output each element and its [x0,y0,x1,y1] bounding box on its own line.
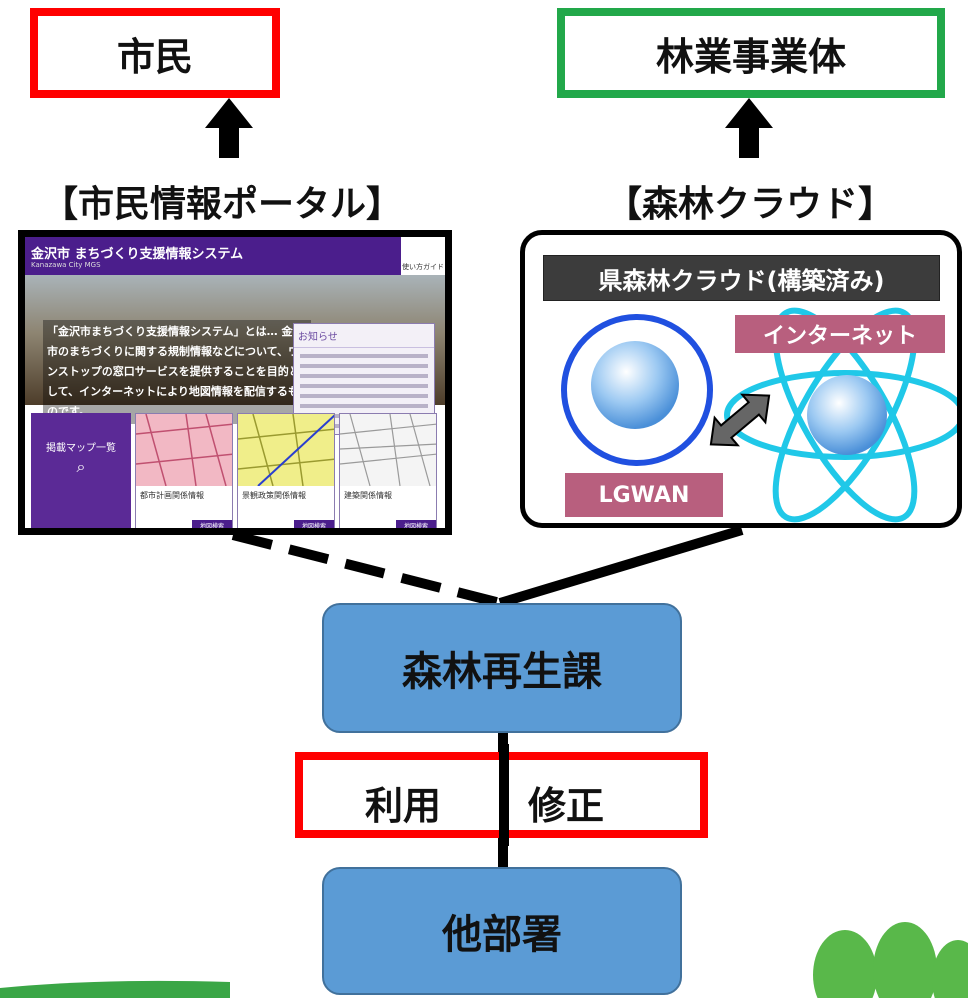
portal-header-title: 金沢市 まちづくり支援情報システム [31,247,244,262]
portal-tile-caption: 景観政策関係情報 [242,491,306,500]
usage-right-label: 修正 [528,784,605,828]
portal-tile-button: 地図検索 [294,520,334,528]
portal-tile-button: 地図検索 [192,520,232,528]
portal-tile-caption: 都市計画関係情報 [140,491,204,500]
portal-hero-image: 「金沢市まちづくり支援情報システム」とは… 金沢市のまちづくりに関する規制情報な… [25,275,445,435]
cloud-title: 【森林クラウド】 [605,184,894,225]
internet-orbits [724,307,957,523]
forest-dept-label: 森林再生課 [402,649,602,695]
forestry-label: 林業事業体 [655,34,846,79]
portal-map-tile: 景観政策関係情報 地図検索 [237,413,335,528]
green-swoosh [0,980,230,998]
portal-index-tile: 掲載マップ一覧 ⌕ [31,413,131,528]
forest-dept-box: 森林再生課 [322,603,682,733]
internet-label: インターネット [735,315,945,353]
portal-index-label: 掲載マップ一覧 [46,443,116,454]
cloud-header: 県森林クラウド(構築済み) [543,255,940,301]
network-illustration [561,307,957,523]
citizen-label: 市民 [116,34,193,79]
search-icon: ⌕ [76,457,86,476]
leaf-decoration [813,922,968,998]
citizen-box: 市民 [30,8,280,98]
internet-orb [807,375,887,455]
forestry-box: 林業事業体 [557,8,945,98]
portal-tiles: 掲載マップ一覧 ⌕ 都市計画関係情報 地図検索 景観政策関係情報 地図検索 [25,409,445,528]
usage-left-label: 利用 [365,784,442,828]
portal-tile-caption: 建築関係情報 [344,491,392,500]
map-thumbnail [136,414,232,486]
portal-header-sub: Kanazawa City MGS [31,261,101,269]
other-dept-label: 他部署 [442,912,562,958]
portal-hero-text: 「金沢市まちづくり支援情報システム」とは… 金沢市のまちづくりに関する規制情報な… [43,320,311,424]
lgwan-ring [561,314,713,466]
portal-news-title: お知らせ [294,324,434,348]
portal-title: 【市民情報ポータル】 [41,184,402,225]
portal-map-tile: 建築関係情報 地図検索 [339,413,437,528]
exchange-arrow-icon [709,393,771,447]
lgwan-label: LGWAN [565,473,723,517]
lgwan-orb [591,341,679,429]
portal-screenshot: 金沢市 まちづくり支援情報システム Kanazawa City MGS 使い方ガ… [18,230,452,535]
usage-divider [499,744,509,846]
map-thumbnail [238,414,334,486]
other-dept-box: 他部署 [322,867,682,995]
portal-tile-button: 地図検索 [396,520,436,528]
portal-header: 金沢市 まちづくり支援情報システム Kanazawa City MGS 使い方ガ… [25,237,445,275]
map-thumbnail [340,414,436,486]
portal-help-link: 使い方ガイド [401,237,445,275]
portal-map-tile: 都市計画関係情報 地図検索 [135,413,233,528]
cloud-panel: 県森林クラウド(構築済み) インターネット LGWAN [520,230,962,528]
